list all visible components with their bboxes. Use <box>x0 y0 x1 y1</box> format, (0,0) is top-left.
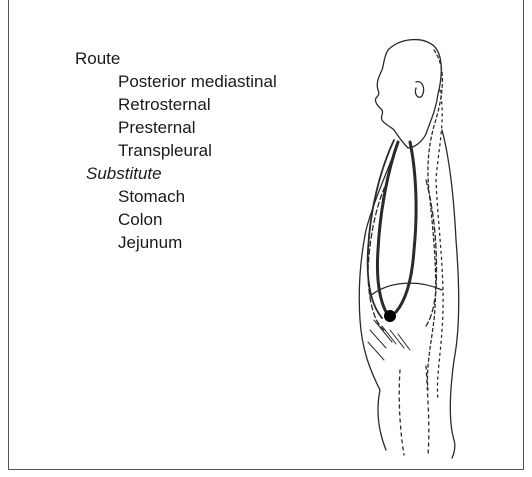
route-heading: Route <box>75 47 277 70</box>
substitute-item-stomach: Stomach <box>118 185 277 208</box>
leg-guide <box>399 366 429 455</box>
route-item-presternal: Presternal <box>118 116 277 139</box>
route-item-retrosternal: Retrosternal <box>118 93 277 116</box>
back-contour <box>442 130 459 440</box>
substitute-list: Stomach Colon Jejunum <box>75 185 277 254</box>
abdomen-hatching <box>368 320 410 360</box>
substitute-item-colon: Colon <box>118 208 277 231</box>
route-item-transpleural: Transpleural <box>118 139 277 162</box>
posterior-route <box>396 142 416 312</box>
route-item-posterior-mediastinal: Posterior mediastinal <box>118 70 277 93</box>
spine-line <box>427 50 442 390</box>
lower-body-contour <box>378 390 455 458</box>
spine-line-outer <box>436 90 443 400</box>
substitute-item-jejunum: Jejunum <box>118 231 277 254</box>
torso-illustration <box>330 30 520 460</box>
route-list: Posterior mediastinal Retrosternal Prest… <box>75 70 277 162</box>
head-outline <box>375 40 441 148</box>
ear-outline <box>415 82 423 98</box>
anastomosis-marker <box>384 310 396 322</box>
substitute-heading: Substitute <box>86 162 277 185</box>
legend: Route Posterior mediastinal Retrosternal… <box>75 47 277 254</box>
